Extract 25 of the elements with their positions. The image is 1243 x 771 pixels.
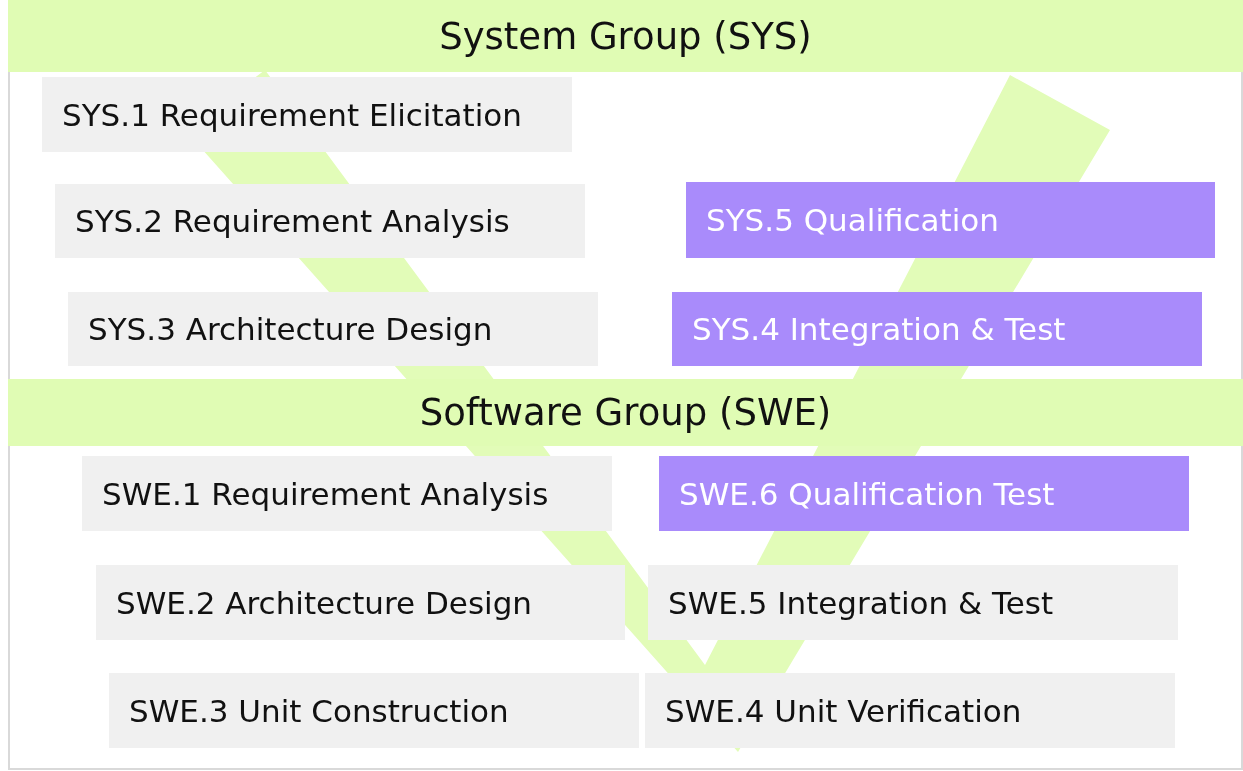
step-label: SYS.2 Requirement Analysis xyxy=(75,203,510,239)
step-label: SYS.5 Qualification xyxy=(706,202,999,238)
process-box xyxy=(645,673,1175,748)
step-label: SWE.1 Requirement Analysis xyxy=(102,475,549,512)
step-label: SWE.5 Integration & Test xyxy=(668,584,1054,621)
process-box xyxy=(672,292,1202,366)
step-label: SYS.1 Requirement Elicitation xyxy=(62,96,522,133)
step-label: SWE.6 Qualification Test xyxy=(679,475,1055,512)
process-box xyxy=(82,456,612,531)
group-band xyxy=(8,0,1243,72)
process-box xyxy=(96,565,625,640)
group-title: System Group (SYS) xyxy=(439,14,812,58)
step-label: SWE.2 Architecture Design xyxy=(116,584,533,621)
process-box xyxy=(659,456,1189,531)
step-label: SWE.3 Unit Construction xyxy=(129,692,509,729)
process-box xyxy=(55,184,585,258)
process-box xyxy=(648,565,1178,640)
step-label: SYS.3 Architecture Design xyxy=(88,311,493,347)
group-title: Software Group (SWE) xyxy=(419,391,832,434)
group-band xyxy=(8,379,1243,446)
step-label: SYS.4 Integration & Test xyxy=(692,311,1066,347)
process-box xyxy=(42,77,572,152)
process-box xyxy=(68,292,598,366)
process-box xyxy=(686,182,1215,258)
step-label: SWE.4 Unit Verification xyxy=(665,692,1022,729)
